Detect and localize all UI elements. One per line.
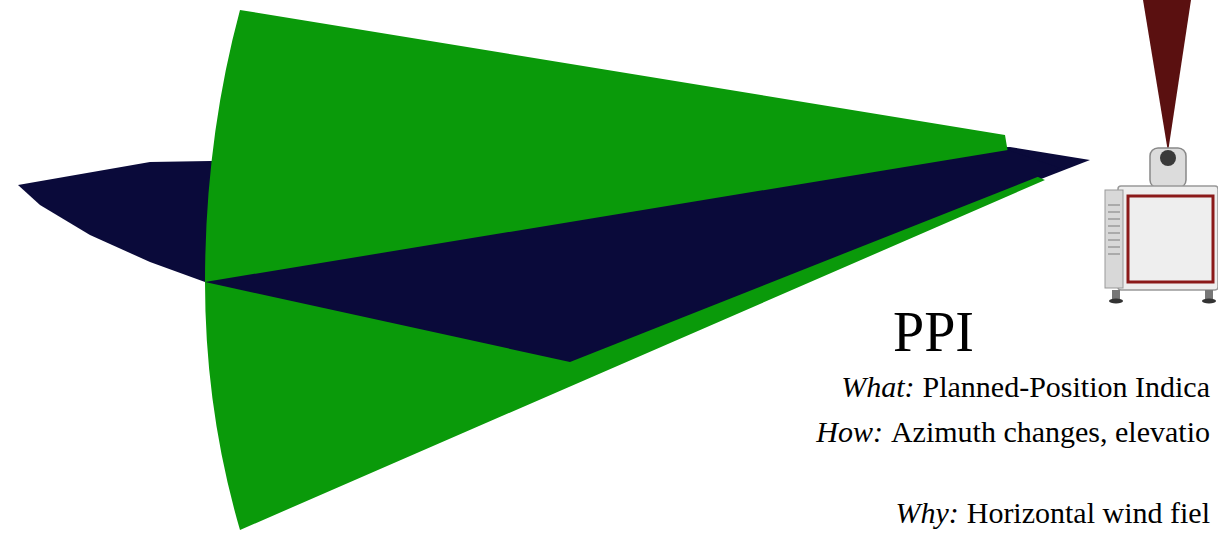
laser-beam [1143,0,1191,152]
description-key: What: [841,370,914,404]
description-key: How: [816,415,883,449]
description-text: Planned-Position Indica [923,370,1210,404]
description-line: Why: Horizontal wind fiel [895,496,1210,530]
description-line: What: Planned-Position Indica [841,370,1210,404]
description-key: Why: [895,496,958,530]
scan-mode-heading: PPI [893,300,974,364]
description-line: How:Azimuth changes, elevatio [816,415,1210,449]
description-text: Azimuth changes, elevatio [891,415,1210,449]
lidar-device [1105,148,1218,304]
description-text: Horizontal wind fiel [967,496,1210,530]
